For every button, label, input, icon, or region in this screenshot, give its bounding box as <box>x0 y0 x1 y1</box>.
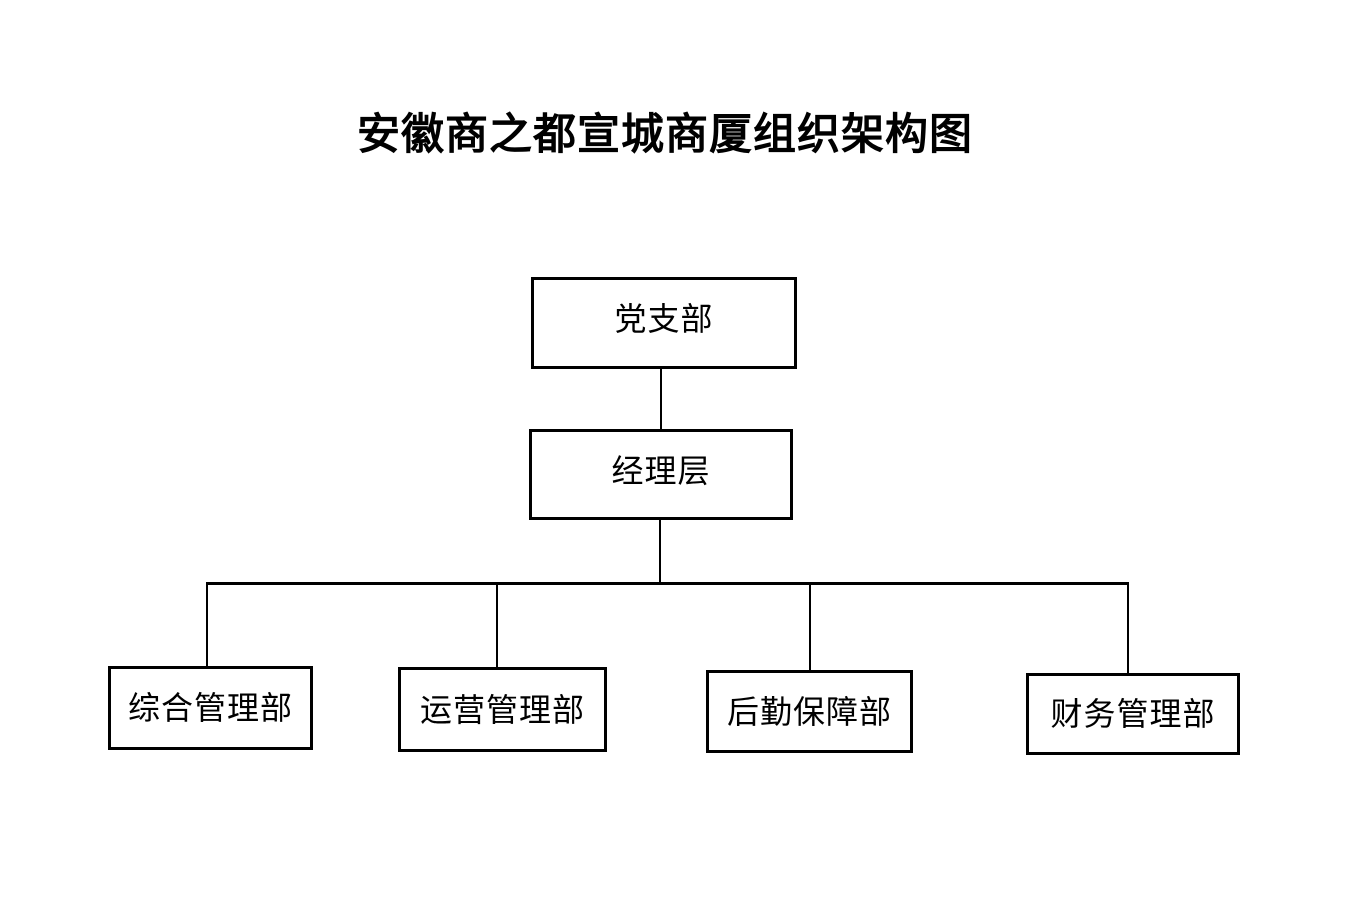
org-box-logistics-support-label: 后勤保障部 <box>726 693 892 730</box>
org-box-finance-management-label: 财务管理部 <box>1050 696 1216 732</box>
connector-party-to-manager <box>660 369 662 429</box>
org-box-finance-management: 财务管理部 <box>1026 673 1240 755</box>
connector-drop-finance-management <box>1127 584 1129 673</box>
org-box-manager-level: 经理层 <box>529 429 793 520</box>
connector-manager-trunk <box>659 520 661 584</box>
org-box-operations-management: 运营管理部 <box>398 667 607 752</box>
org-box-operations-management-label: 运营管理部 <box>419 691 585 728</box>
org-box-manager-level-label: 经理层 <box>611 452 711 489</box>
org-box-party-branch-label: 党支部 <box>614 301 714 337</box>
org-box-party-branch: 党支部 <box>531 277 797 369</box>
page-title: 安徽商之都宣城商厦组织架构图 <box>357 112 973 159</box>
connector-horizontal-rail <box>206 582 1129 585</box>
connector-drop-logistics-support <box>809 584 811 670</box>
org-box-general-management-label: 综合管理部 <box>127 690 293 726</box>
connector-drop-operations-management <box>496 584 498 667</box>
org-box-general-management: 综合管理部 <box>108 666 313 750</box>
org-box-logistics-support: 后勤保障部 <box>706 670 913 753</box>
connector-drop-general-management <box>206 584 208 666</box>
